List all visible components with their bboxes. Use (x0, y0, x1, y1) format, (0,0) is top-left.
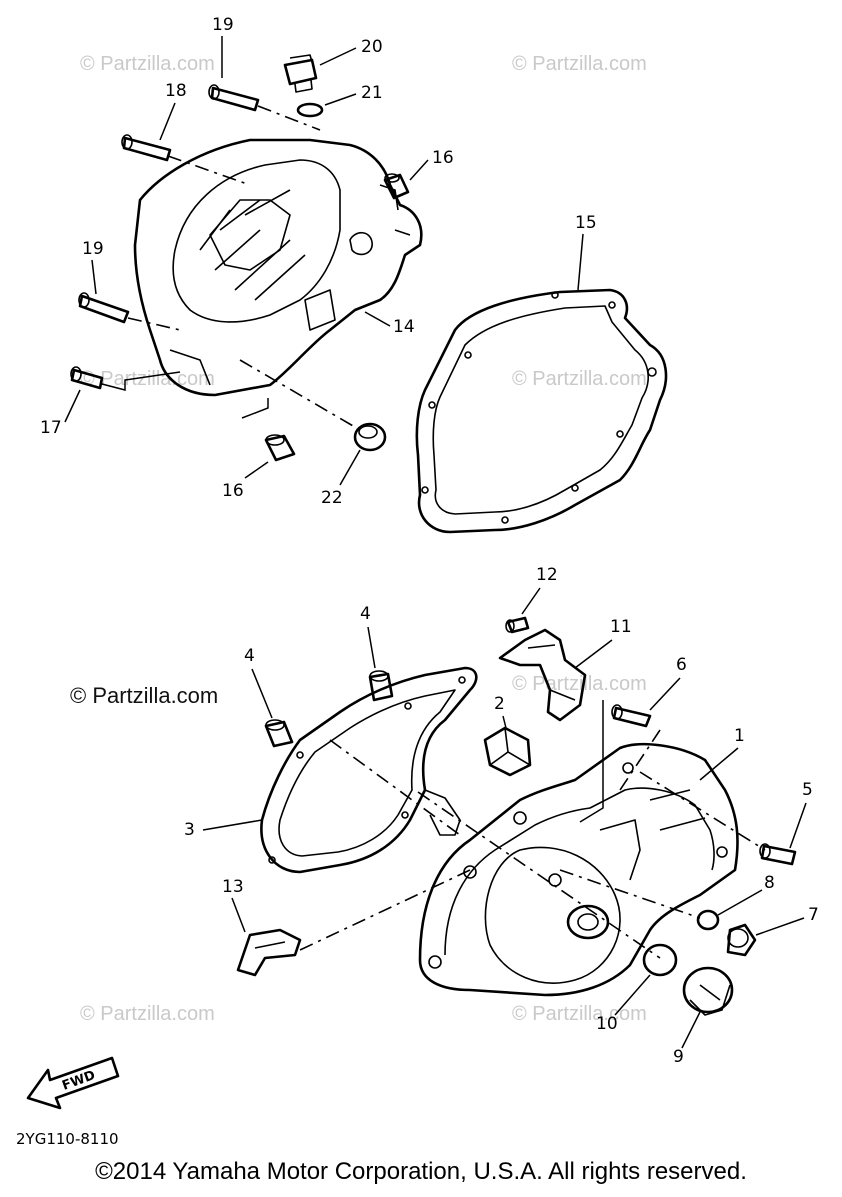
bolt-5 (759, 843, 797, 866)
fwd-arrow-icon: FWD (26, 1056, 120, 1110)
callout-18: 18 (165, 81, 187, 101)
watermark: © Partzilla.com (80, 53, 215, 75)
plug-22 (353, 422, 387, 452)
bracket-13 (236, 928, 302, 977)
callout-4-left: 4 (244, 646, 255, 666)
callout-16-upper: 16 (432, 148, 454, 168)
bolt-17 (70, 366, 104, 390)
callout-21: 21 (361, 83, 383, 103)
watermark: © Partzilla.com (512, 53, 647, 75)
callout-5: 5 (802, 780, 813, 800)
callout-10: 10 (596, 1014, 618, 1034)
callout-13: 13 (222, 877, 244, 897)
callout-19-top: 19 (212, 15, 234, 35)
dowel-pin-16-lower (264, 434, 296, 462)
watermark: © Partzilla.com (512, 1003, 647, 1025)
gasket-15 (415, 288, 668, 534)
callout-17: 17 (40, 418, 62, 438)
o-ring-10 (642, 943, 678, 977)
watermark: © Partzilla.com (80, 368, 215, 390)
filler-cap-20 (283, 54, 318, 93)
dowel-pin-16-upper (383, 173, 410, 200)
gasket-3 (260, 666, 478, 874)
watermark: © Partzilla.com (80, 1003, 215, 1025)
callout-3: 3 (184, 820, 195, 840)
o-ring-21 (296, 102, 324, 118)
dowel-pin-4-left (264, 719, 294, 748)
copyright-notice: ©2014 Yamaha Motor Corporation, U.S.A. A… (95, 1158, 747, 1185)
callout-19-left: 19 (82, 239, 104, 259)
bolt-18 (121, 134, 172, 162)
crankcase-cover-14 (133, 138, 423, 397)
screw-12 (505, 616, 530, 634)
callout-11: 11 (610, 617, 632, 637)
callout-7: 7 (808, 905, 819, 925)
plug-7 (726, 923, 757, 957)
callout-6: 6 (676, 655, 687, 675)
callout-2: 2 (494, 694, 505, 714)
callout-4-upper: 4 (360, 604, 371, 624)
bracket-11 (498, 628, 587, 722)
callout-8: 8 (764, 873, 775, 893)
o-ring-8 (696, 909, 720, 931)
crankcase-cover-1 (418, 742, 739, 997)
bolt-19-top (208, 84, 260, 112)
callout-14: 14 (393, 317, 415, 337)
callout-12: 12 (536, 565, 558, 585)
callout-22: 22 (321, 488, 343, 508)
cap-9 (682, 966, 734, 1016)
bolt-19-left (78, 292, 130, 324)
callout-15: 15 (575, 213, 597, 233)
bolt-6 (611, 704, 652, 728)
callout-9: 9 (673, 1047, 684, 1067)
watermark-dark: © Partzilla.com (70, 683, 218, 708)
watermark: © Partzilla.com (512, 673, 647, 695)
sensor-2 (483, 726, 532, 777)
dowel-pin-4-upper (368, 670, 394, 702)
callout-20: 20 (361, 37, 383, 57)
callout-16-lower: 16 (222, 481, 244, 501)
callout-1: 1 (734, 726, 745, 746)
watermark: © Partzilla.com (512, 368, 647, 390)
diagram-code: 2YG110-8110 (16, 1130, 119, 1148)
